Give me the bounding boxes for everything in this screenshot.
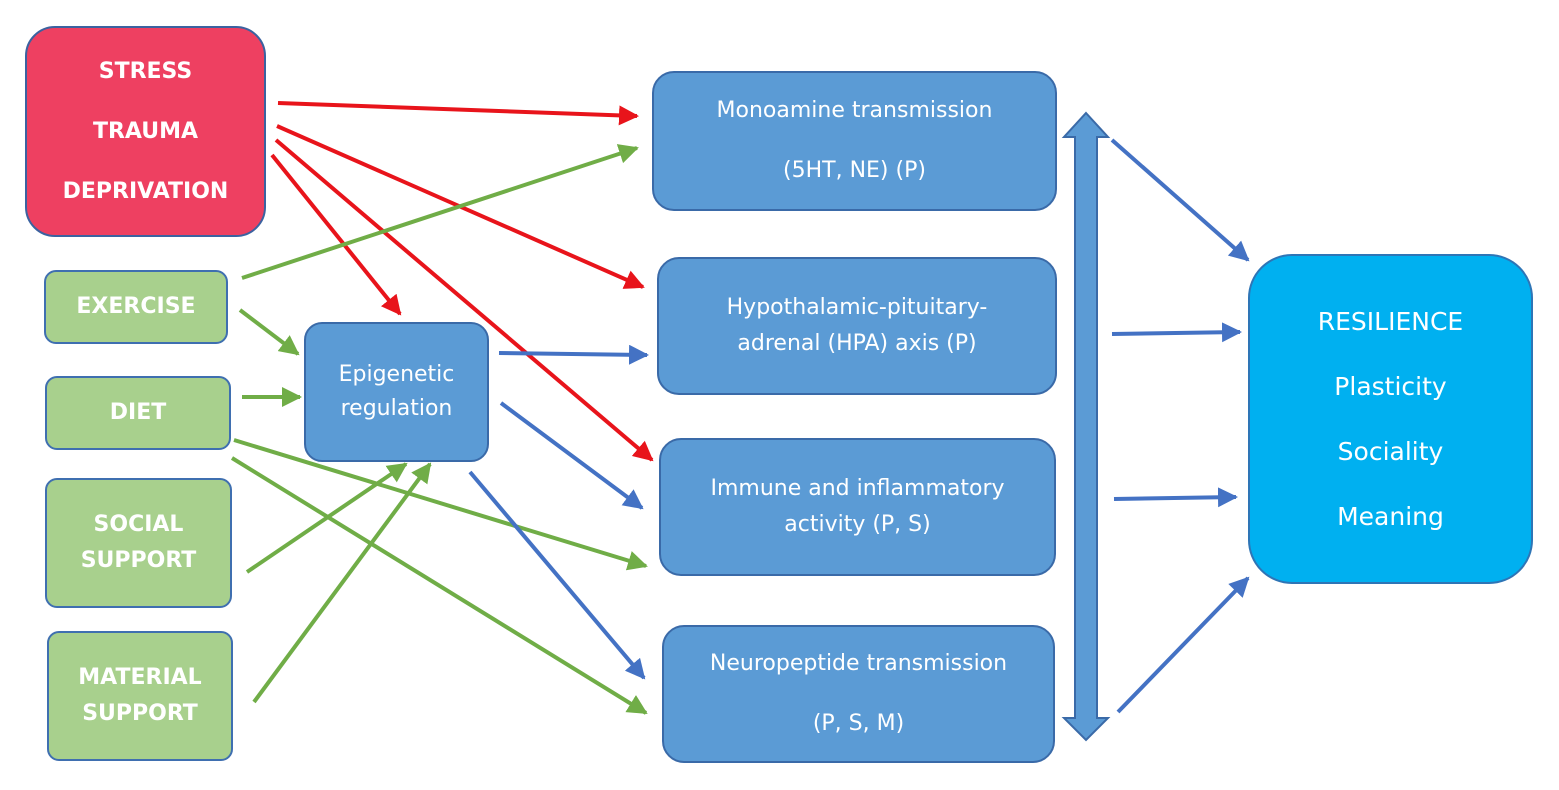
material-support-line-1: MATERIAL (78, 665, 202, 690)
social-support-line-1: SOCIAL (93, 512, 184, 537)
diet-label: DIET (109, 400, 167, 425)
green-arrow-exercise-to-epigenetic (238, 308, 300, 356)
green-arrow-exercise-to-monoamine (241, 144, 639, 280)
epigenetic-regulation-box: Epigenetic regulation (304, 322, 489, 462)
resilience-title: RESILIENCE (1317, 307, 1464, 336)
epigenetic-line-2: regulation (340, 396, 453, 421)
monoamine-line-2: (5HT, NE) (P) (783, 158, 926, 183)
diet-box: DIET (45, 376, 231, 450)
immune-box: Immune and inflammatory activity (P, S) (659, 438, 1056, 576)
red-arrow-to-monoamine (277, 101, 639, 126)
social-support-box: SOCIAL SUPPORT (45, 478, 232, 608)
hpa-line-1: Hypothalamic-pituitary- (726, 295, 988, 320)
material-support-box: MATERIAL SUPPORT (47, 631, 233, 761)
neuropeptide-box: Neuropeptide transmission (P, S, M) (662, 625, 1055, 763)
monoamine-line-1: Monoamine transmission (716, 98, 993, 123)
blue-arrow-mechanisms-to-resilience-3 (1113, 487, 1238, 508)
hpa-line-2: adrenal (HPA) axis (P) (737, 331, 977, 356)
green-arrow-material-to-epigenetic (252, 462, 432, 704)
exercise-label: EXERCISE (76, 294, 196, 319)
red-arrow-to-immune (274, 138, 654, 462)
exercise-box: EXERCISE (44, 270, 228, 344)
stressor-trauma: TRAUMA (92, 118, 199, 144)
resilience-plasticity: Plasticity (1334, 372, 1447, 401)
stressor-deprivation: DEPRIVATION (62, 178, 229, 204)
green-arrow-social-to-epigenetic (245, 462, 408, 574)
blue-arrow-epigenetic-to-immune (499, 401, 644, 510)
social-support-line-2: SUPPORT (80, 548, 197, 573)
red-arrow-to-epigenetic (270, 153, 402, 316)
blue-arrow-epigenetic-to-hpa (498, 344, 649, 365)
material-support-line-2: SUPPORT (82, 701, 198, 726)
blue-arrow-mechanisms-to-resilience-2 (1111, 322, 1242, 343)
stressors-box: STRESS TRAUMA DEPRIVATION (25, 26, 266, 237)
blue-arrow-epigenetic-to-neuropeptide (468, 470, 646, 680)
hpa-axis-box: Hypothalamic-pituitary- adrenal (HPA) ax… (657, 257, 1057, 395)
epigenetic-line-1: Epigenetic (338, 362, 455, 387)
monoamine-box: Monoamine transmission (5HT, NE) (P) (652, 71, 1057, 211)
immune-line-2: activity (P, S) (784, 512, 931, 537)
resilience-sociality: Sociality (1337, 437, 1444, 466)
resilience-meaning: Meaning (1337, 502, 1444, 531)
green-arrow-diet-to-neuropeptide (230, 456, 648, 715)
immune-line-1: Immune and inflammatory (710, 476, 1005, 501)
neuropeptide-line-1: Neuropeptide transmission (709, 651, 1008, 676)
green-arrow-diet-to-immune (233, 438, 648, 571)
blue-arrow-mechanisms-to-resilience-4 (1116, 576, 1250, 714)
neuropeptide-line-2: (P, S, M) (812, 711, 905, 736)
double-arrow-vertical (1061, 111, 1111, 742)
stressor-stress: STRESS (98, 58, 193, 84)
resilience-box: RESILIENCE Plasticity Sociality Meaning (1248, 254, 1533, 584)
blue-arrow-mechanisms-to-resilience-1 (1110, 138, 1250, 262)
